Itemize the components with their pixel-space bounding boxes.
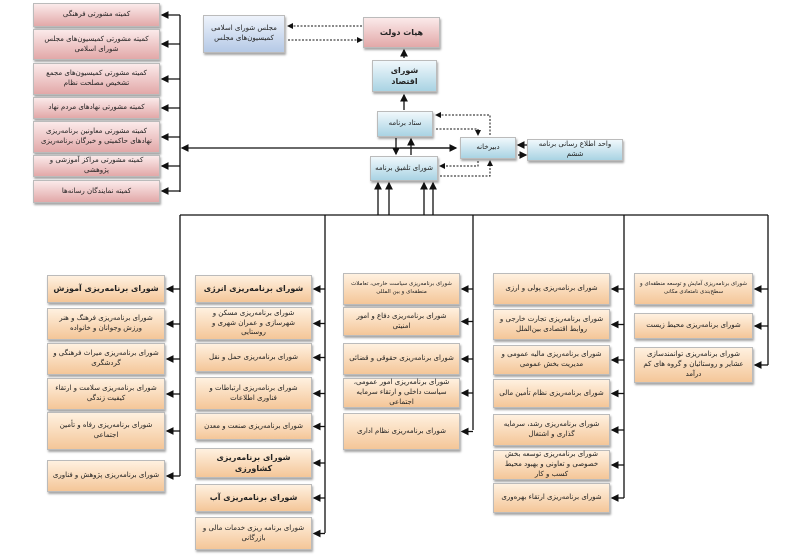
col2-council-box: شورای برنامه ریزی خدمات مالی و بازرگانی xyxy=(195,517,312,550)
col3-council-box: شورای برنامه‌ریزی امور عمومی، سیاست داخل… xyxy=(343,378,460,408)
committee-box: کمیته مشورتی کمیسیون‌های مجلس شورای اسلا… xyxy=(33,29,160,60)
col3-council-box: شورای برنامه‌ریزی دفاع و امور امنیتی xyxy=(343,307,460,336)
col1-council-box: شورای برنامه‌ریزی آموزش xyxy=(47,275,165,303)
col1-council-box: شورای برنامه‌ریزی سلامت و ارتقاء کیفیت ز… xyxy=(47,378,165,410)
col1-council-box: شورای برنامه‌ریزی رفاه و تأمین اجتماعی xyxy=(47,412,165,450)
committee-box: کمیته مشورتی معاونین برنامه‌ریزی نهادهای… xyxy=(33,121,160,153)
col2-council-box: شورای برنامه‌ریزی کشاورزی xyxy=(195,448,312,478)
committee-box: کمیته مشورتی فرهنگی xyxy=(33,3,160,27)
col3-council-box: شورای برنامه‌ریزی حقوقی و قضائی xyxy=(343,343,460,375)
col4-council-box: شورای برنامه‌ریزی پولی و ارزی xyxy=(493,273,610,305)
implementation-council-box: شورای تلفیق برنامه xyxy=(370,156,438,181)
col2-council-box: شورای برنامه‌ریزی صنعت و معدن xyxy=(195,413,312,440)
committee-box: کمیته مشورتی کمیسیون‌های مجمع تشخیص مصلح… xyxy=(33,63,160,95)
col4-council-box: شورای برنامه‌ریزی مالیه عمومی و مدیریت ب… xyxy=(493,345,610,375)
col2-council-box: شورای برنامه‌ریزی حمل و نقل xyxy=(195,343,312,372)
program-hq-box: ستاد برنامه xyxy=(377,111,433,137)
committee-box: کمیته مشورتی نهادهای مردم نهاد xyxy=(33,97,160,119)
col5-council-box: شورای برنامه‌ریزی محیط زیست xyxy=(634,313,753,339)
col3-council-box: شورای برنامه‌ریزی نظام اداری xyxy=(343,413,460,450)
col4-council-box: شورای برنامه‌ریزی رشد، سرمایه گذاری و اش… xyxy=(493,414,610,446)
col4-council-box: شورای برنامه‌ریزی نظام تأمین مالی xyxy=(493,379,610,408)
committee-box: کمیته مشورتی مراکز آموزشی و پژوهشی xyxy=(33,155,160,177)
col1-council-box: شورای برنامه‌ریزی میراث فرهنگی و گردشگری xyxy=(47,343,165,375)
col5-council-box: شورای برنامه‌ریزی آمایش و توسعه منطقه‌ای… xyxy=(634,273,753,305)
economic-council-box: شورای اقتصاد xyxy=(372,60,437,92)
col1-council-box: شورای برنامه‌ریزی فرهنگ و هنر ورزش وجوان… xyxy=(47,308,165,340)
col2-council-box: شورای برنامه‌ریزی انرژی xyxy=(195,275,312,303)
col2-council-box: شورای برنامه‌ریزی ارتباطات و فناوری اطلا… xyxy=(195,377,312,410)
col4-council-box: شورای برنامه‌ریزی ارتقاء بهره‌وری xyxy=(493,483,610,513)
col4-council-box: شورای برنامه‌ریزی تجارت خارجی و روابط اق… xyxy=(493,309,610,340)
secretariat-box: دبیرخانه xyxy=(460,137,516,159)
col2-council-box: شورای برنامه‌ریزی آب xyxy=(195,484,312,512)
col3-council-box: شورای برنامه‌ریزی سیاست خارجی، تعاملات م… xyxy=(343,273,460,305)
info-unit-box: واحد اطلاع رسانی برنامه ششم xyxy=(527,139,623,161)
parliament-box: مجلس شورای اسلامی کمیسیون‌های مجلس xyxy=(203,15,285,53)
col4-council-box: شورای برنامه‌ریزی توسعه بخش خصوصی و تعاو… xyxy=(493,450,610,480)
government-box: هیات دولت xyxy=(363,17,440,48)
col1-council-box: شورای برنامه‌ریزی پژوهش و فناوری xyxy=(47,460,165,492)
committee-box: کمیته نمایندگان رسانه‌ها xyxy=(33,180,160,203)
col2-council-box: شورای برنامه‌ریزی مسکن و شهرسازی و عمران… xyxy=(195,307,312,340)
col5-council-box: شورای برنامه‌ریزی توانمندسازی عشایر و رو… xyxy=(634,347,753,383)
